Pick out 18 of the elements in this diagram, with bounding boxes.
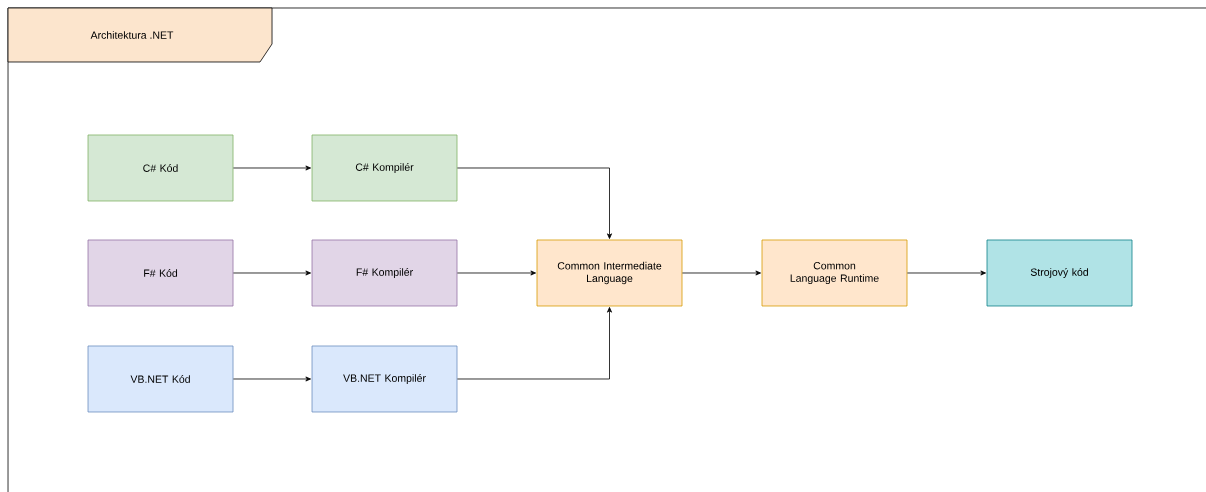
title-tab: Architektura .NET: [7, 7, 273, 63]
process-box: Common Language Runtime: [761, 239, 908, 307]
process-box: C# Kompilér: [311, 134, 458, 202]
process-box: C# Kód: [87, 134, 234, 202]
arrow: [457, 167, 612, 239]
arrow: [457, 270, 536, 276]
arrow: [907, 270, 986, 276]
arrow: [457, 307, 612, 380]
process-box: Common Intermediate Language: [536, 239, 683, 307]
process-box: Strojový kód: [986, 239, 1133, 307]
arrow: [233, 376, 311, 382]
arrow: [233, 270, 311, 276]
process-box: VB.NET Kompilér: [311, 345, 458, 413]
process-box: F# Kompilér: [311, 239, 458, 307]
arrow: [233, 165, 311, 171]
process-box: F# Kód: [87, 239, 234, 307]
arrow: [682, 270, 761, 276]
process-box: VB.NET Kód: [87, 345, 234, 413]
